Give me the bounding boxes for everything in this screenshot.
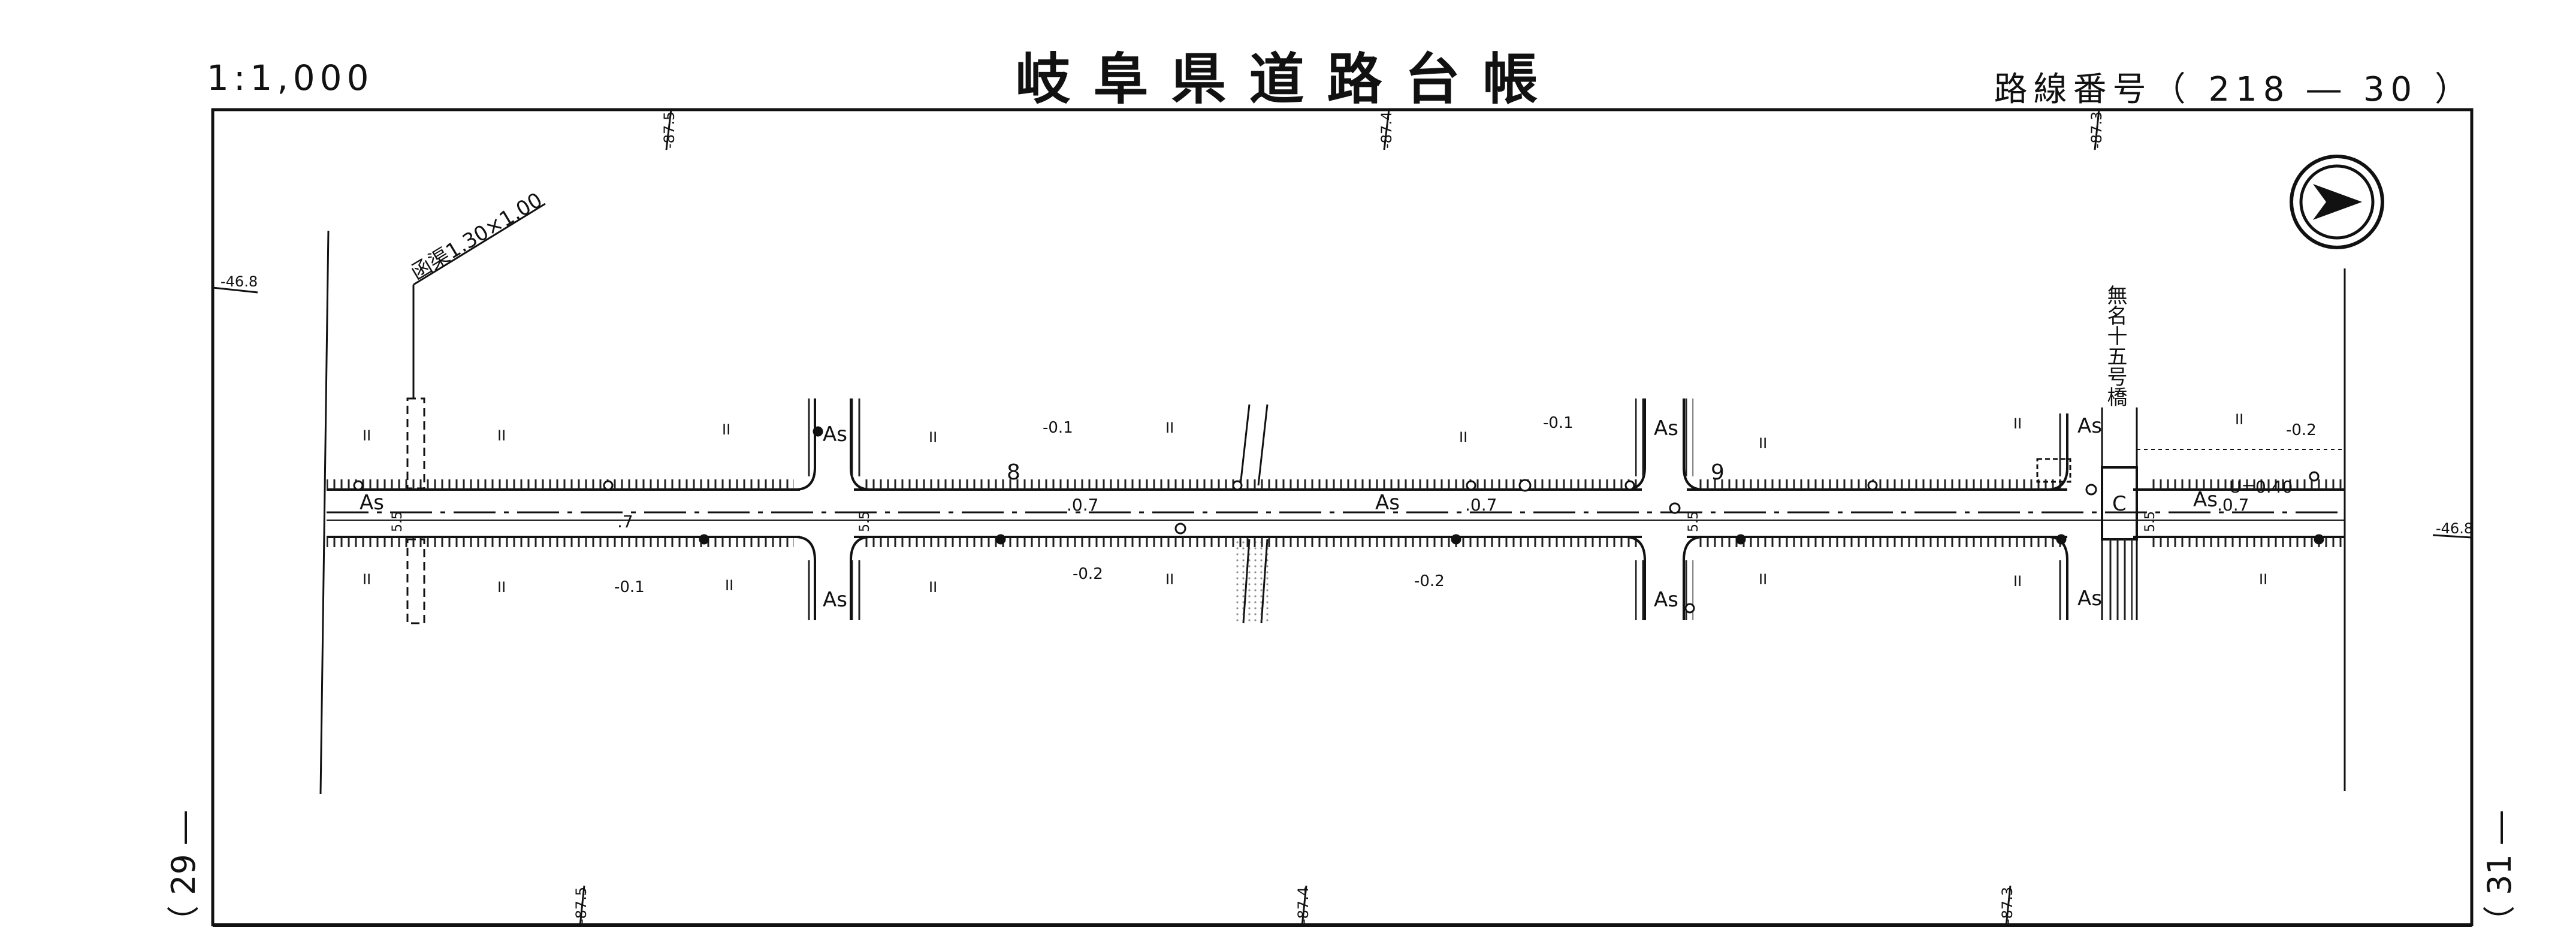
elevation-top-1: -87.5 xyxy=(661,111,678,149)
ditch-mark: II xyxy=(722,421,730,438)
surface-label: As xyxy=(2077,414,2102,438)
ditch-mark: II xyxy=(363,571,371,588)
ditch-mark: II xyxy=(363,427,371,444)
ditch-mark: II xyxy=(725,577,733,594)
surface-label: As xyxy=(1654,588,1678,612)
ditch-mark: II xyxy=(2013,415,2022,432)
shoulder-value: -0.2 xyxy=(1414,572,1445,590)
ditch-mark: II xyxy=(497,579,506,596)
concrete-label: C xyxy=(2112,492,2127,516)
culvert xyxy=(406,203,546,624)
ditch-marks: II II II II II II II II II II II II II I… xyxy=(363,411,2267,596)
shoulder-value: -0.2 xyxy=(2286,421,2317,439)
elevation-top-3: -87.3 xyxy=(2088,111,2105,149)
map-scale: 1:1,000 xyxy=(207,58,374,98)
left-sheet-label: （ 29 ― xyxy=(165,811,203,938)
centre-value: .0.7 xyxy=(1067,495,1098,515)
lane-width-marks: 5.5 5.5 5.5 5.5 xyxy=(390,511,2158,532)
lane-mark: 5.5 xyxy=(2143,511,2158,532)
elevation-side-marks: -46.8 -46.8 xyxy=(212,273,2473,539)
bridge xyxy=(2036,407,2345,620)
centre-value: .0.7 xyxy=(1465,495,1497,515)
ditch-mark: II xyxy=(929,579,937,596)
elevation-bottom-1: -87.5 xyxy=(573,887,590,924)
elevation-ticks-top: -87.5 -87.4 -87.3 xyxy=(661,109,2105,150)
surface-label: As xyxy=(1654,416,1678,440)
elevation-bottom-3: -87.3 xyxy=(1999,887,2016,924)
ditch-mark: II xyxy=(1759,435,1767,452)
ditch-mark: II xyxy=(1459,429,1467,446)
lane-mark: 5.5 xyxy=(390,511,405,532)
ditch-mark: II xyxy=(1759,571,1767,588)
station-9: 9 xyxy=(1711,460,1725,485)
north-arrow-icon xyxy=(2290,155,2384,249)
ditch-mark: II xyxy=(1165,419,1174,436)
surface-label: As xyxy=(2077,587,2102,611)
elevation-bottom-2: -87.4 xyxy=(1295,887,1312,924)
shoulder-value: -0.1 xyxy=(614,578,645,596)
ditch-mark: II xyxy=(1165,571,1174,588)
surface-label: As xyxy=(360,491,384,515)
elevation-ticks-bottom: -87.5 -87.4 -87.3 xyxy=(573,885,2016,926)
road-body xyxy=(327,488,2345,538)
shoulder-value: -0.1 xyxy=(1043,419,1073,437)
centre-value: .7 xyxy=(617,512,633,532)
junction-hatching xyxy=(805,398,2066,620)
lane-mark: 5.5 xyxy=(1686,511,1701,532)
elevation-top-2: -87.4 xyxy=(1378,111,1395,149)
ditch-mark: II xyxy=(929,429,937,446)
bridge-label: 無名十五号橋 xyxy=(2103,285,2127,407)
surface-label: As xyxy=(823,422,847,446)
ditch-mark: II xyxy=(2259,571,2267,588)
lane-mark: 5.5 xyxy=(857,511,872,532)
shoulder-values: -0.1 -0.1 -0.2 -0.1 -0.2 -0.2 xyxy=(614,414,2317,596)
ditch-mark: II xyxy=(2235,411,2243,428)
limit-line-left xyxy=(319,230,330,795)
centre-values: .7 .0.7 .0.7 .0.7 xyxy=(617,495,2249,532)
station-8: 8 xyxy=(1007,460,1020,485)
surface-labels: As As As As As As As As As xyxy=(360,414,2218,612)
culvert-label: 函渠1.30×1.00 xyxy=(407,188,546,285)
right-sheet-label: （ 31 ― xyxy=(2481,811,2518,938)
surface-label: As xyxy=(1375,491,1400,515)
ditch-mark: II xyxy=(2013,573,2022,590)
sheet-frame xyxy=(211,108,2474,926)
elevation-right: -46.8 xyxy=(2436,520,2473,537)
shoulder-value: -0.2 xyxy=(1073,565,1103,583)
roadside-markers xyxy=(353,426,2324,614)
surface-label: As xyxy=(2193,488,2218,512)
route-number: 路線番号（ 218 ― 30 ） xyxy=(1994,70,2474,109)
shoulder-value: -0.1 xyxy=(1543,414,1574,432)
drain-channel xyxy=(1234,404,1270,624)
centre-value: .0.7 xyxy=(2217,495,2249,515)
map-title: 岐阜県道路台帳 xyxy=(1015,47,1561,111)
ditch-mark: II xyxy=(497,427,506,444)
width-note: U=0.40 xyxy=(2229,477,2293,497)
elevation-left: -46.8 xyxy=(221,273,258,290)
surface-label: As xyxy=(823,588,847,612)
